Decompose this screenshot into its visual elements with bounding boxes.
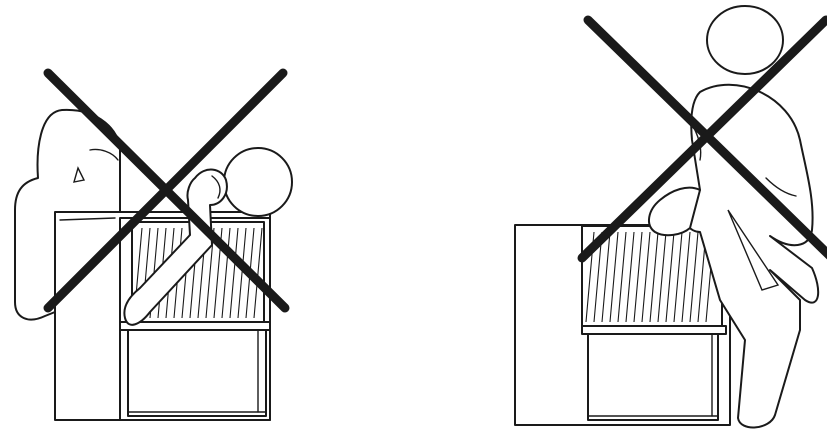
left-panel	[14, 68, 293, 421]
hanging-files-hatch	[585, 231, 715, 323]
drawer-cabinet-icon	[514, 224, 731, 426]
person-reaching-icon	[123, 147, 293, 326]
person-leg-detail	[727, 209, 780, 291]
prohibited-cross-icon	[577, 15, 827, 263]
person-icon	[648, 5, 820, 429]
right-panel	[514, 5, 827, 429]
drawer-cabinet-icon	[54, 211, 271, 421]
prohibited-cross-icon	[43, 68, 290, 313]
person-hand-detail	[73, 166, 86, 183]
